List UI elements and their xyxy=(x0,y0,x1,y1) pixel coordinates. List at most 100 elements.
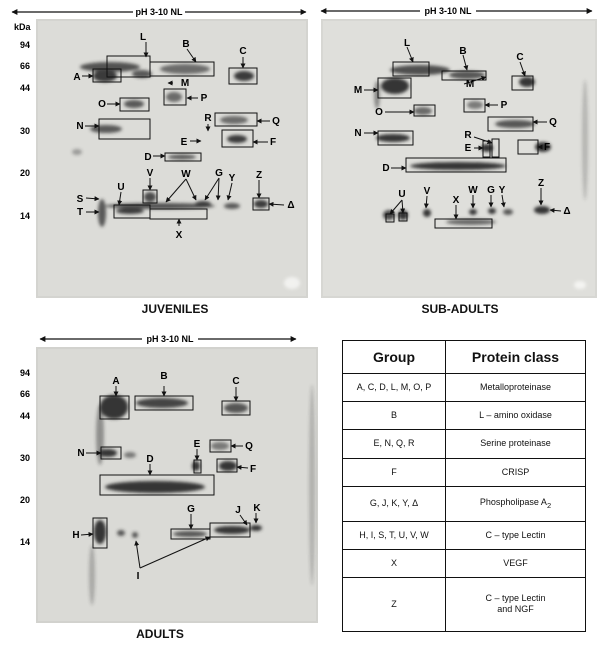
spot-label: O xyxy=(98,99,106,110)
spot-labels: A B C D E F G H I J K N Q xyxy=(72,371,261,582)
protein-class-legend-table: Group Protein class A, C, D, L, M, O, P … xyxy=(342,340,586,633)
spot-label: F xyxy=(544,142,550,153)
spot-label: C xyxy=(232,376,239,387)
spot-label: E xyxy=(465,143,472,154)
protein-class-text: Phospholipase A xyxy=(479,496,547,507)
annotation-arrows xyxy=(364,46,562,220)
spot-label: Z xyxy=(538,178,544,189)
spot-label: N xyxy=(76,121,83,132)
legend-header-row: Group Protein class xyxy=(342,340,586,374)
spot-label: U xyxy=(117,182,124,193)
spot-label: D xyxy=(144,152,151,163)
spot-label: R xyxy=(204,113,212,124)
mw-marker-66: 66 xyxy=(20,389,30,399)
annotation-arrows xyxy=(80,386,259,569)
mw-marker-14: 14 xyxy=(20,211,30,221)
mw-markers: 94 66 44 30 20 14 xyxy=(20,368,30,547)
gel-image xyxy=(36,19,308,298)
spot-label: V xyxy=(147,168,154,179)
adults-gel-panel: pH 3-10 NL 94 66 44 30 20 14 xyxy=(20,332,318,623)
protein-class-cell: Serine proteinase xyxy=(445,429,586,459)
spot-label: A xyxy=(112,376,119,387)
spot-labels: A B C D E F G L M N O P Q R S T U V W X … xyxy=(73,32,294,241)
spot-label: F xyxy=(250,464,256,475)
mw-marker-94: 94 xyxy=(20,40,30,50)
group-cell: A, C, D, L, M, O, P xyxy=(342,372,446,403)
spot-label: E xyxy=(194,439,201,450)
group-cell: Z xyxy=(342,576,446,633)
group-header: Group xyxy=(342,340,446,374)
table-row: B L – amino oxidase xyxy=(342,401,586,431)
protein-class-cell: Phospholipase A2 xyxy=(445,485,586,522)
group-cell: B xyxy=(342,401,446,431)
spot-label: C xyxy=(239,46,246,57)
spot-label: B xyxy=(182,39,189,50)
spot-label: Z xyxy=(256,170,262,181)
group-cell: X xyxy=(342,548,446,578)
juveniles-gel-panel: pH 3-10 NL kDa 94 66 44 30 20 14 xyxy=(11,5,308,298)
spot-label: Q xyxy=(549,117,557,128)
protein-class-cell: VEGF xyxy=(445,548,586,578)
spot-label: F xyxy=(270,137,276,148)
subadults-title: SUB-ADULTS xyxy=(421,302,499,316)
mw-marker-66: 66 xyxy=(20,61,30,71)
subscript: 2 xyxy=(546,500,552,510)
spot-label: U xyxy=(398,189,405,200)
spot-label: L xyxy=(404,38,410,49)
mw-marker-20: 20 xyxy=(20,495,30,505)
protein-class-cell: Metalloproteinase xyxy=(445,372,586,403)
protein-class-cell: C – type Lectin xyxy=(445,520,586,550)
spot-label: W xyxy=(181,169,191,180)
group-cell: E, N, Q, R xyxy=(342,429,446,459)
spot-label: P xyxy=(501,100,508,111)
ph-label: pH 3-10 NL xyxy=(146,334,194,344)
spot-label: K xyxy=(253,503,261,514)
spot-label: Y xyxy=(499,185,506,196)
mw-marker-94: 94 xyxy=(20,368,30,378)
annotation-arrows xyxy=(82,42,285,226)
spot-label: I xyxy=(137,571,140,582)
protein-class-text-line2: and NGF xyxy=(497,604,534,615)
mw-markers: 94 66 44 30 20 14 xyxy=(20,40,30,221)
subadults-gel-panel: pH 3-10 NL xyxy=(320,4,597,298)
protein-class-cell: L – amino oxidase xyxy=(445,401,586,431)
spot-label: G xyxy=(215,168,223,179)
spot-label: W xyxy=(468,185,478,196)
spot-label: G xyxy=(487,185,495,196)
spot-label: M xyxy=(181,78,189,89)
ph-range-arrow: pH 3-10 NL xyxy=(39,332,297,345)
spot-label: M xyxy=(354,85,362,96)
spot-label: Q xyxy=(245,441,253,452)
spot-label: Q xyxy=(272,116,280,127)
mw-marker-44: 44 xyxy=(20,83,30,93)
adults-title: ADULTS xyxy=(136,627,184,641)
spot-label: X xyxy=(176,230,183,241)
mw-marker-20: 20 xyxy=(20,168,30,178)
table-row: G, J, K, Y, Δ Phospholipase A2 xyxy=(342,485,586,522)
mw-marker-14: 14 xyxy=(20,537,30,547)
spot-label: A xyxy=(73,72,80,83)
group-cell: H, I, S, T, U, V, W xyxy=(342,520,446,550)
spot-label: X xyxy=(453,195,460,206)
spot-labels: B C D E F G L M M N O P Q R U V W X Y Z … xyxy=(354,38,571,217)
spot-label: D xyxy=(146,454,153,465)
protein-class-header: Protein class xyxy=(445,340,586,374)
spot-label: E xyxy=(181,137,188,148)
spot-label: V xyxy=(424,186,431,197)
spot-label: Δ xyxy=(287,200,294,211)
table-row: E, N, Q, R Serine proteinase xyxy=(342,429,586,459)
spot-label: M xyxy=(466,79,474,90)
gel-image xyxy=(36,347,318,623)
spot-label: D xyxy=(382,163,389,174)
spot-label: N xyxy=(77,448,84,459)
ph-range-arrow: pH 3-10 NL xyxy=(320,4,593,17)
spot-label: B xyxy=(160,371,167,382)
group-cell: F xyxy=(342,457,446,487)
table-row: A, C, D, L, M, O, P Metalloproteinase xyxy=(342,372,586,403)
spot-label: J xyxy=(235,505,241,516)
juveniles-title: JUVENILES xyxy=(141,302,209,316)
spot-label: P xyxy=(201,93,208,104)
mw-marker-44: 44 xyxy=(20,411,30,421)
spot-label: G xyxy=(187,504,195,515)
